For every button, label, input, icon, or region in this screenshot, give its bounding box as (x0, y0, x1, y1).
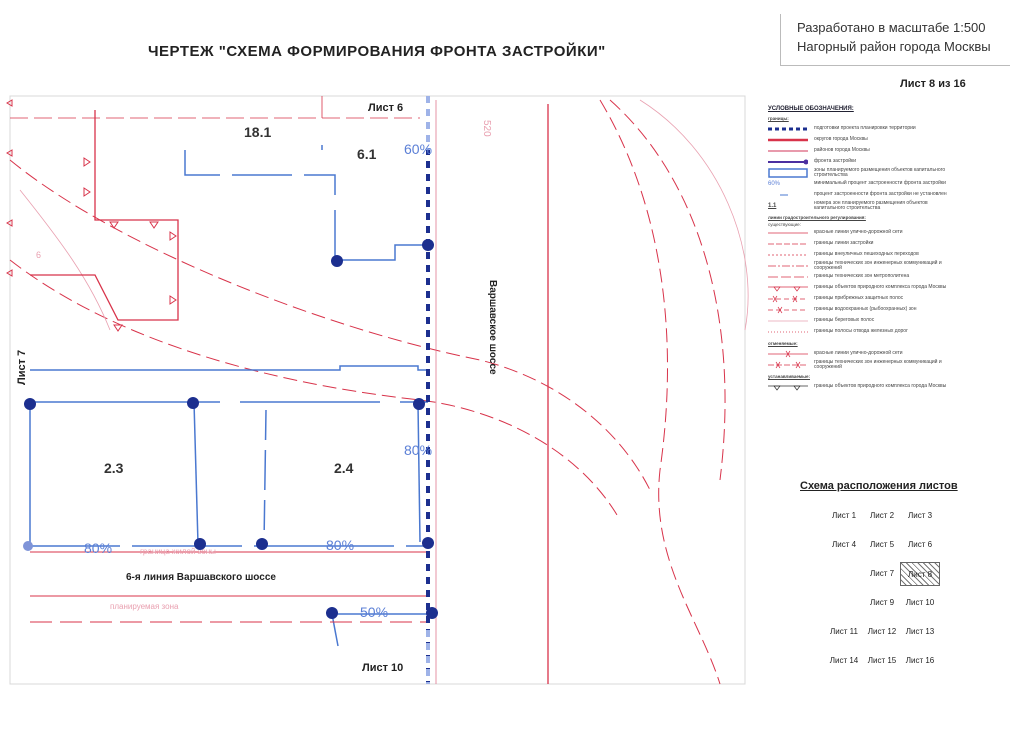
sheet-cell: Лист 14 (829, 656, 859, 665)
legend-item: 60%минимальный процент застроенности фро… (768, 180, 946, 187)
legend-item: границы внеуличных пешеходных переходов (768, 251, 919, 257)
sheet-cell: Лист 7 (869, 569, 895, 578)
sheet-cell: Лист 3 (907, 511, 933, 520)
block-label-6-1: 6.1 (357, 146, 377, 162)
sheet-cell: Лист 1 (831, 511, 857, 520)
sheet-cell: Лист 5 (869, 540, 895, 549)
legend-item: границы технических зон метрополитена (768, 273, 910, 279)
title-stamp: Разработано в масштабе 1:500 Нагорный ра… (780, 14, 1010, 66)
legend-item: фронта застройки (768, 156, 948, 167)
legend-item: границы полосы отвода железных дорог (768, 328, 908, 334)
percent-label-60: 60% (404, 141, 433, 157)
diagonal-road-upper (9, 159, 651, 491)
district-text: Нагорный район города Москвы (797, 39, 991, 54)
street-red-lines (30, 100, 437, 684)
sheet-cell: Лист 10 (905, 598, 935, 607)
building-zones (29, 145, 430, 647)
faint-number-label: 520 (481, 120, 492, 137)
faint-street-label-2: планируемая зона (110, 602, 179, 611)
block-label-2-3: 2.3 (104, 460, 124, 476)
legend-section-regulation: линии градостроительного регулирования: (768, 215, 866, 220)
sheet-cell: Лист 13 (905, 627, 935, 636)
percent-label-80-right: 80% (404, 442, 433, 458)
legend-item: границы линии застройки (768, 240, 874, 246)
sheet-cell: Лист 4 (831, 540, 857, 549)
legend-item: границы водоохранных (рыбоохранных) зон (768, 304, 948, 315)
diagonal-road-lower (9, 259, 621, 521)
legend-item: зоны планируемого размещения объектов ка… (768, 167, 948, 178)
curved-road-right-edge (609, 99, 726, 481)
legend-item: границы объектов природного комплекса го… (768, 282, 948, 293)
sheet-label-left: Лист 7 (16, 349, 28, 385)
percent-label-50: 50% (360, 604, 389, 620)
sheet-scheme-grid: Лист 1 Лист 2 Лист 3 Лист 4 Лист 5 Лист … (824, 500, 948, 676)
legend-item: границы объектов природного комплекса го… (768, 381, 948, 392)
block-label-2-4: 2.4 (334, 460, 354, 476)
percent-label-80-left: 80% (84, 540, 113, 556)
road-label: Варшавское шоссе (487, 280, 498, 375)
legend-section-existing: существующие: (768, 222, 801, 227)
faint-left-label: 6 (36, 250, 42, 260)
sheet-cell: Лист 11 (830, 627, 858, 636)
legend-item: границы прибрежных защитных полос (768, 293, 948, 304)
legend-item: границы береговых полос (768, 317, 875, 323)
legend: УСЛОВНЫЕ ОБОЗНАЧЕНИЯ: границы: подготовк… (768, 106, 948, 466)
map-frame (9, 95, 746, 685)
frontage-nodes (23, 239, 438, 619)
legend-item: округов города Москвы (768, 136, 868, 142)
scale-text: Разработано в масштабе 1:500 (797, 20, 986, 35)
triangle-markers (6, 99, 177, 332)
sheet-scheme-title: Схема расположения листов (800, 480, 958, 492)
sheet-cell: Лист 15 (867, 656, 897, 665)
legend-section-cancelled: отменяемые: (768, 341, 798, 346)
sheet-cell: Лист 12 (867, 627, 897, 636)
street-label: 6-я линия Варшавского шоссе (126, 572, 276, 583)
red-boundary-polygon (30, 110, 179, 321)
sheet-cell: Лист 16 (905, 656, 935, 665)
percent-label-80-mid: 80% (326, 537, 355, 553)
legend-item: районов города Москвы (768, 147, 870, 153)
sheet-label-top: Лист 6 (368, 102, 404, 114)
sheet-cell-current: Лист 8 (900, 562, 940, 586)
legend-item: процент застроенности фронта застройки н… (780, 191, 947, 197)
sheet-label-bottom: Лист 10 (362, 662, 404, 674)
legend-item: подготовки проекта планировки территории (768, 125, 916, 131)
drawing-title: ЧЕРТЕЖ "СХЕМА ФОРМИРОВАНИЯ ФРОНТА ЗАСТРО… (148, 43, 606, 60)
legend-title: УСЛОВНЫЕ ОБОЗНАЧЕНИЯ: (768, 106, 854, 112)
sheet-number: Лист 8 из 16 (900, 78, 966, 90)
block-label-18-1: 18.1 (244, 124, 272, 140)
curved-road-left-edge (599, 99, 721, 685)
legend-item: красные линии улично-дорожной сети (768, 348, 948, 359)
legend-item: красные линии улично-дорожной сети (768, 229, 903, 235)
legend-section-boundaries: границы: (768, 116, 789, 121)
sheet-cell: Лист 2 (869, 511, 895, 520)
diagonal-faint (19, 189, 111, 331)
sheet-cell: Лист 9 (869, 598, 895, 607)
legend-item: границы технических зон инженерных комму… (768, 259, 942, 271)
faint-street-label-1: граница жилой зоны (140, 547, 216, 556)
legend-section-established: устанавливаемые: (768, 374, 810, 379)
legend-item: границы технических зон инженерных комму… (768, 359, 948, 370)
sheet-cell: Лист 6 (907, 540, 933, 549)
curved-faint (639, 99, 749, 331)
